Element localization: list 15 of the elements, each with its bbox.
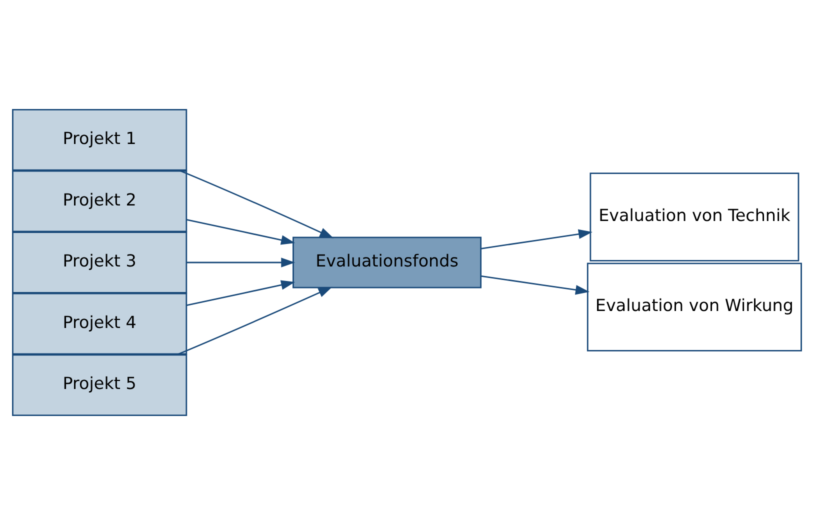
node-box: Projekt 2 <box>12 170 188 232</box>
node-box: Projekt 3 <box>12 232 188 294</box>
arrow <box>186 219 296 245</box>
arrow <box>480 229 592 250</box>
node-box: Projekt 4 <box>12 292 188 355</box>
arrow <box>178 170 334 238</box>
node-box: Evaluation von Wirkung <box>586 262 802 352</box>
arrow <box>186 280 296 306</box>
arrow <box>186 258 296 268</box>
node-box: Projekt 5 <box>12 354 188 416</box>
node-box: Evaluationsfonds <box>292 236 482 288</box>
node-box: Evaluation von Technik <box>590 172 800 262</box>
arrow <box>176 286 332 356</box>
arrow <box>480 275 590 295</box>
node-box: Projekt 1 <box>12 109 188 171</box>
